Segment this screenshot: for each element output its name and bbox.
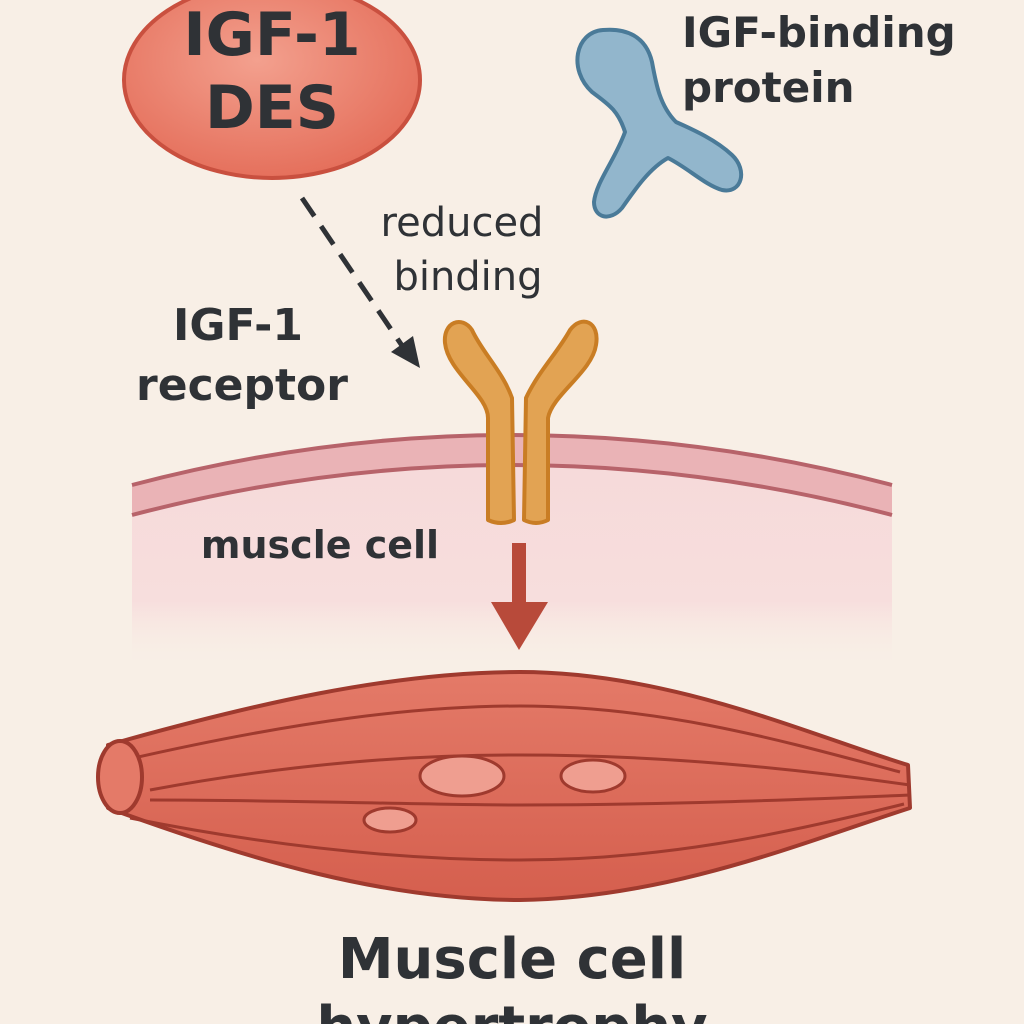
- nucleus: [559, 758, 627, 794]
- igf1-receptor: [442, 319, 599, 525]
- muscle-cell-label: muscle cell: [201, 523, 439, 567]
- downward-arrow: [491, 543, 548, 650]
- binding-protein-label-line2: protein: [682, 63, 855, 112]
- muscle-fiber: [96, 670, 912, 902]
- result-label-line2: hypertrophy: [316, 995, 707, 1024]
- ligand-label-line1: IGF-1: [183, 0, 360, 70]
- igf1-des-ligand: IGF-1 DES: [122, 0, 422, 180]
- ligand-label-line2: DES: [205, 73, 339, 143]
- dashed-arrow: [299, 196, 420, 368]
- result-label-line1: Muscle cell: [338, 927, 686, 992]
- igf-binding-protein-shape: [575, 27, 743, 219]
- nucleus: [362, 806, 418, 834]
- receptor-label-line2: receptor: [136, 360, 348, 411]
- receptor-label-line1: IGF-1: [173, 300, 303, 351]
- binding-protein-label-line1: IGF-binding: [682, 8, 956, 57]
- nucleus: [418, 754, 506, 798]
- reduced-binding-label-line1: reduced: [381, 200, 544, 246]
- reduced-binding-label-line2: binding: [393, 254, 542, 300]
